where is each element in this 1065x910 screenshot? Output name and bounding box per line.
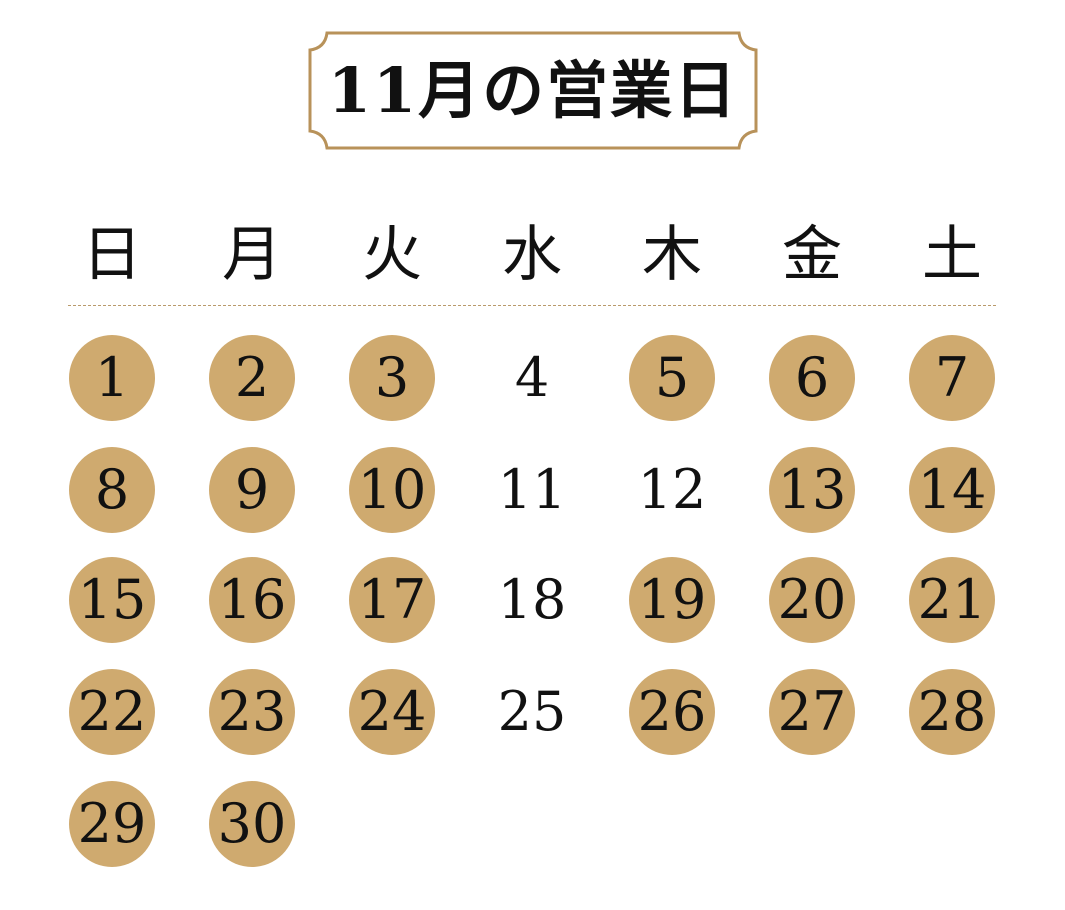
- closed-day-cell: 12: [637, 458, 707, 521]
- open-day-cell: 17: [349, 557, 435, 643]
- open-day-cell: 1: [69, 335, 155, 421]
- open-day-cell: 30: [209, 781, 295, 867]
- open-day-cell: 20: [769, 557, 855, 643]
- open-day-cell: 19: [629, 557, 715, 643]
- open-day-cell: 22: [69, 669, 155, 755]
- open-day-cell: 9: [209, 447, 295, 533]
- open-day-cell: 21: [909, 557, 995, 643]
- weekday-label: 日: [82, 220, 142, 290]
- weekday-label: 金: [782, 220, 842, 290]
- title-frame: [308, 31, 758, 150]
- weekday-label: 木: [642, 220, 702, 290]
- open-day-cell: 7: [909, 335, 995, 421]
- open-day-cell: 28: [909, 669, 995, 755]
- closed-day-cell: 11: [497, 458, 567, 521]
- weekday-label: 土: [922, 220, 982, 290]
- open-day-cell: 5: [629, 335, 715, 421]
- closed-day-cell: 25: [497, 680, 567, 743]
- open-day-cell: 15: [69, 557, 155, 643]
- open-day-cell: 29: [69, 781, 155, 867]
- open-day-cell: 6: [769, 335, 855, 421]
- calendar-title: 11月の営業日: [327, 54, 739, 127]
- open-day-cell: 2: [209, 335, 295, 421]
- open-day-cell: 27: [769, 669, 855, 755]
- weekday-label: 月: [222, 220, 282, 290]
- calendar-title-plate: 11月の営業日: [307, 30, 759, 151]
- title-frame-border: [308, 31, 758, 150]
- weekday-label: 水: [502, 220, 562, 290]
- closed-day-cell: 4: [514, 346, 550, 409]
- header-divider: [68, 305, 996, 306]
- open-day-cell: 16: [209, 557, 295, 643]
- open-day-cell: 8: [69, 447, 155, 533]
- open-day-cell: 3: [349, 335, 435, 421]
- open-day-cell: 23: [209, 669, 295, 755]
- open-day-cell: 24: [349, 669, 435, 755]
- weekday-header-row: 日月火水木金土: [0, 215, 1065, 295]
- open-day-cell: 26: [629, 669, 715, 755]
- open-day-cell: 14: [909, 447, 995, 533]
- open-day-cell: 10: [349, 447, 435, 533]
- closed-day-cell: 18: [497, 568, 567, 631]
- open-day-cell: 13: [769, 447, 855, 533]
- weekday-label: 火: [362, 220, 422, 290]
